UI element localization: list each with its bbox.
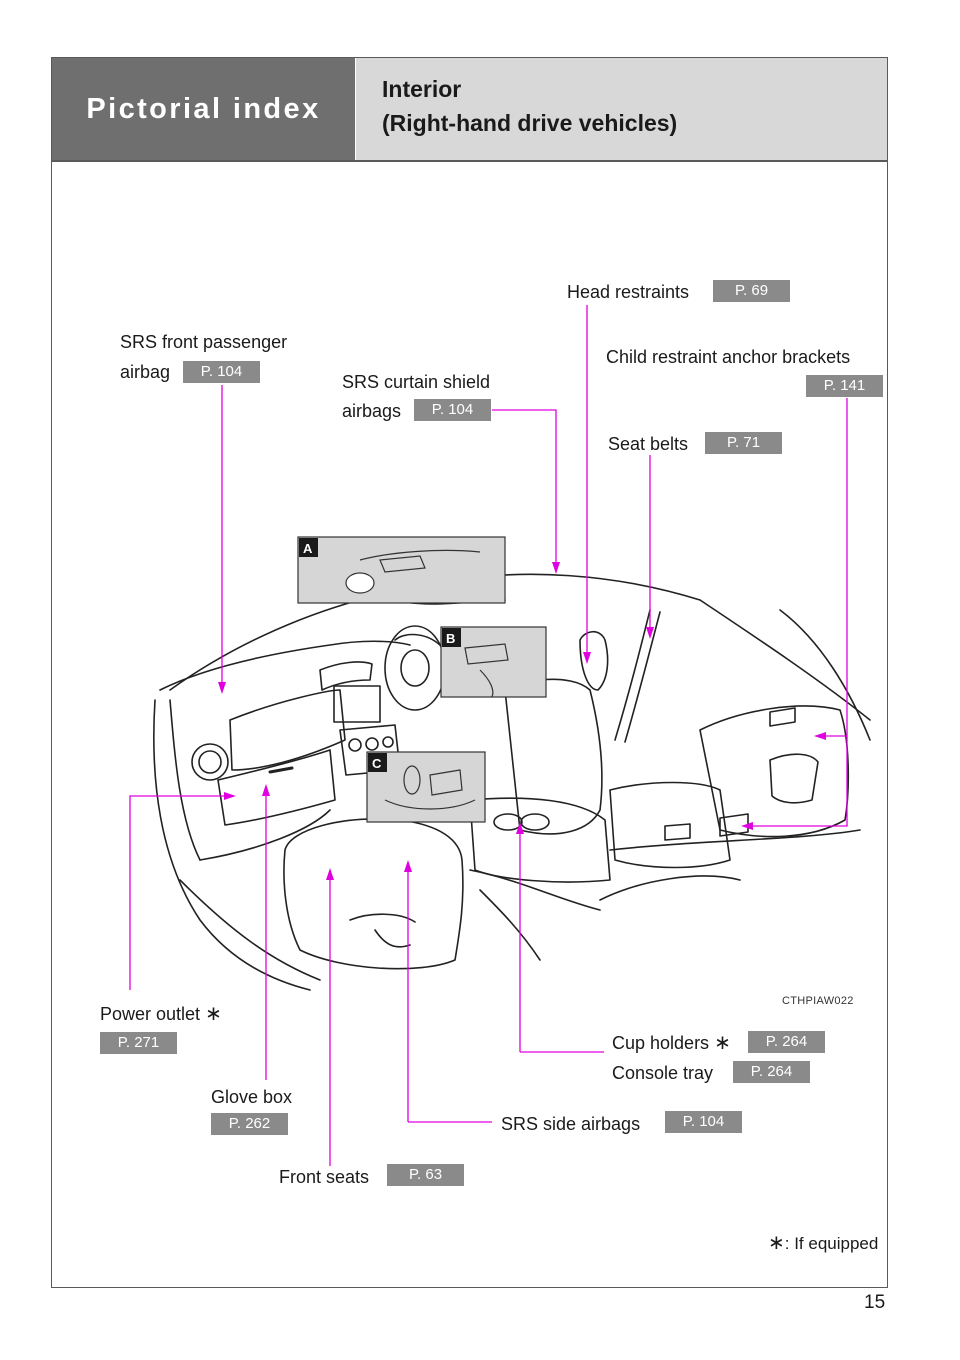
line-cup-holders	[519, 826, 604, 1053]
label-front-seats: Front seats	[279, 1167, 370, 1187]
line-srs-side	[407, 864, 492, 1123]
header-divider	[52, 160, 887, 162]
label-head-restraints: Head restraints	[567, 282, 690, 302]
page-ref-srs-side[interactable]: P. 104	[665, 1111, 742, 1133]
inset-a-letter: A	[303, 541, 313, 556]
label-srs-side: SRS side airbags	[501, 1114, 641, 1134]
page-ref-child-restraint[interactable]: P. 141	[806, 375, 883, 397]
footnote-asterisk: ∗	[768, 1232, 785, 1254]
callout-arrowheads	[218, 562, 826, 880]
callout-lines	[129, 305, 848, 1166]
asterisk-power-outlet: ∗	[205, 1003, 222, 1025]
inset-c-box	[366, 751, 486, 823]
label-cup-holders-text: Cup holders	[612, 1033, 710, 1053]
page-frame	[51, 57, 888, 1288]
label-power-outlet: Power outlet ∗	[100, 1003, 222, 1025]
label-child-restraint: Child restraint anchor brackets	[606, 347, 851, 367]
label-cup-holders: Cup holders ∗	[612, 1032, 731, 1054]
page-title: Interior (Right-hand drive vehicles)	[356, 58, 887, 160]
line-power-outlet	[129, 795, 232, 990]
footnote: ∗: If equipped	[768, 1230, 878, 1255]
label-srs-curtain-2: airbags	[342, 401, 402, 421]
label-srs-front-passenger-1: SRS front passenger	[120, 332, 288, 352]
inset-c-letter: C	[372, 756, 382, 771]
illustration-code: CTHPIAW022	[782, 995, 854, 1007]
page-ref-front-seats[interactable]: P. 63	[387, 1164, 464, 1186]
page-ref-console-tray[interactable]: P. 264	[733, 1061, 810, 1083]
label-console-tray: Console tray	[612, 1063, 714, 1083]
inset-a-box	[297, 536, 506, 604]
label-srs-front-passenger-2: airbag	[120, 362, 171, 382]
inset-b-letter: B	[446, 631, 455, 646]
label-glove-box: Glove box	[211, 1087, 293, 1107]
inset-b-box	[440, 626, 547, 698]
asterisk-cup-holders: ∗	[714, 1032, 731, 1054]
label-srs-curtain-1: SRS curtain shield	[342, 372, 491, 392]
page-ref-srs-front-passenger[interactable]: P. 104	[183, 361, 260, 383]
line-srs-curtain	[492, 409, 557, 570]
page-ref-glove-box[interactable]: P. 262	[211, 1113, 288, 1135]
page-ref-head-restraints[interactable]: P. 69	[713, 280, 790, 302]
page-ref-srs-curtain[interactable]: P. 104	[414, 399, 491, 421]
footnote-text: : If equipped	[784, 1234, 879, 1253]
line-child-restraint	[745, 398, 848, 827]
page-ref-cup-holders[interactable]: P. 264	[748, 1031, 825, 1053]
page-number: 15	[864, 1292, 886, 1313]
page-ref-seat-belts[interactable]: P. 71	[705, 432, 782, 454]
label-seat-belts: Seat belts	[608, 434, 689, 454]
page-title-line2: (Right-hand drive vehicles)	[382, 110, 678, 136]
section-title: Pictorial index	[52, 58, 355, 160]
label-power-outlet-text: Power outlet	[100, 1004, 201, 1024]
page-title-line1: Interior	[382, 76, 462, 102]
page-ref-power-outlet[interactable]: P. 271	[100, 1032, 177, 1054]
